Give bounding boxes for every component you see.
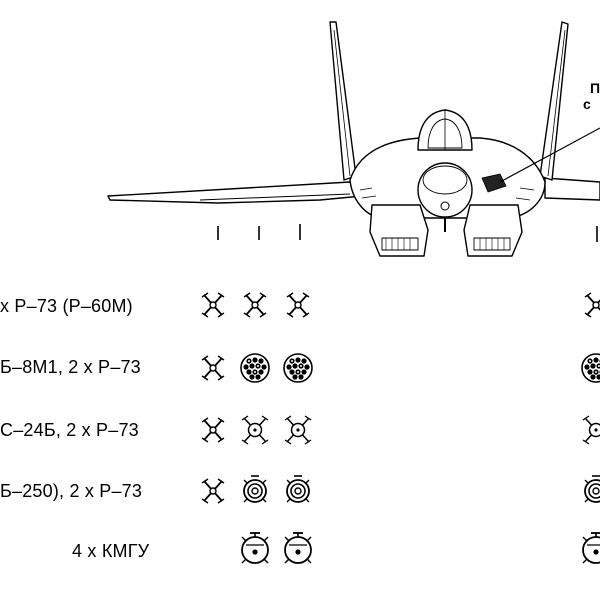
missile-icon	[243, 292, 267, 318]
aircraft-drawing	[107, 21, 600, 257]
callout-label: П	[590, 80, 600, 96]
loadout-label-1: x Р–73 (Р–60М)	[0, 296, 133, 316]
left-wing	[107, 181, 363, 204]
left-tail-fin	[329, 21, 357, 181]
rocket-pod-icon	[240, 353, 270, 383]
bomb-icon	[243, 475, 267, 503]
loadout-label-5: 4 х КМГУ	[72, 541, 150, 561]
callout-line-1: П	[590, 80, 600, 96]
station-markers	[217, 224, 598, 242]
callout-leader-line	[499, 127, 600, 183]
callout-label-2: с	[583, 96, 591, 112]
rocket-pod-icon	[283, 353, 313, 383]
stores-icon-grid	[201, 292, 600, 564]
container-icon	[284, 532, 312, 564]
right-tail-fin	[539, 21, 569, 181]
right-wing	[544, 177, 600, 201]
missile-icon	[201, 478, 225, 504]
rocket-icon	[284, 415, 312, 445]
loadout-label-3: С–24Б, 2 х Р–73	[0, 420, 139, 440]
callout-line-2: с	[583, 96, 591, 112]
missile-icon	[201, 292, 225, 318]
loadout-label-4: Б–250), 2 х Р–73	[0, 481, 143, 501]
bomb-icon	[584, 475, 600, 503]
rocket-icon	[241, 415, 269, 445]
container-icon	[582, 532, 600, 564]
missile-icon	[584, 292, 600, 318]
loadout-label-2: Б–8М1, 2 х Р–73	[0, 357, 141, 377]
rocket-icon	[582, 415, 600, 445]
bomb-icon	[286, 475, 310, 503]
container-icon	[241, 532, 269, 564]
missile-icon	[286, 292, 310, 318]
missile-icon	[201, 417, 225, 443]
missile-icon	[201, 355, 225, 381]
rocket-pod-icon	[581, 353, 600, 383]
